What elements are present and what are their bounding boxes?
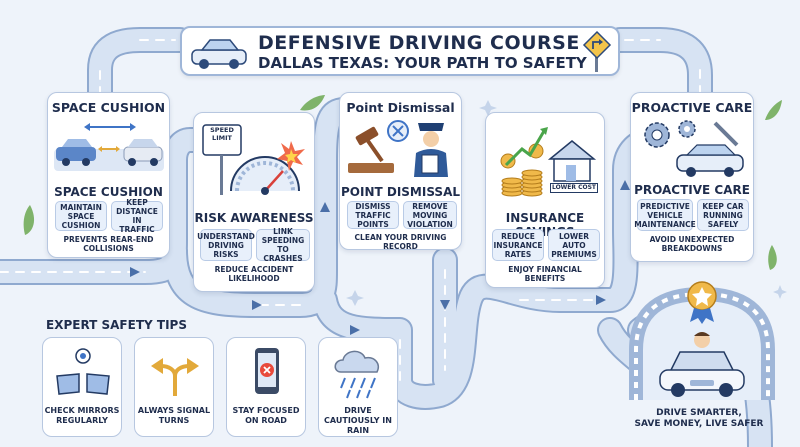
speedometer-icon (202, 124, 305, 195)
tip-always-signal: ALWAYS SIGNAL TURNS (134, 337, 214, 437)
pill-understand-risks: UNDERSTAND DRIVING RISKS (197, 229, 255, 261)
card-heading: Point Dismissal (346, 100, 455, 115)
card-risk-awareness: SPEED LIMIT RISK AWARENESS UNDERSTAND DR… (193, 112, 315, 292)
card-subheading: PROACTIVE CARE (634, 183, 750, 197)
signal-arrows-icon (151, 358, 199, 396)
coins-house-icon (500, 127, 597, 197)
closing-line-2: SAVE MONEY, LIVE SAFER (634, 419, 764, 429)
page-subtitle: DALLAS TEXAS: YOUR PATH TO SAFETY (258, 54, 587, 72)
tip-label: CHECK MIRRORS REGULARLY (44, 406, 120, 425)
tip-label: ALWAYS SIGNAL TURNS (137, 406, 211, 425)
sparkle-decorations (346, 100, 787, 306)
tip-label: STAY FOCUSED ON ROAD (232, 406, 300, 425)
pill-reduce-rates: REDUCE INSURANCE RATES (492, 229, 544, 261)
tip-stay-focused: STAY FOCUSED ON ROAD (226, 337, 306, 437)
closing-line-1: DRIVE SMARTER, (656, 408, 742, 418)
pill-maintain-space: MAINTAIN SPACE CUSHION (55, 201, 107, 231)
two-cars-distance-icon (54, 123, 164, 171)
card-insurance-savings: LOWER COST INSURANCE SAVINGS REDUCE INSU… (485, 112, 605, 288)
gears-car-icon (644, 120, 744, 177)
card-note: CLEAN YOUR DRIVING RECORD (354, 233, 447, 251)
mirrors-icon (56, 348, 110, 395)
pill-dismiss-points: DISMISS TRAFFIC POINTS (347, 201, 399, 229)
pill-predictive-maintenance: PREDICTIVE VEHICLE MAINTENANCE (634, 199, 696, 231)
card-subheading: RISK AWARENESS (194, 211, 314, 225)
pill-remove-violation: REMOVE MOVING VIOLATION (403, 201, 457, 229)
tips-title: EXPERT SAFETY TIPS (46, 318, 187, 332)
gavel-officer-icon (348, 120, 448, 177)
pill-keep-distance: KEEP DISTANCE IN TRAFFIC (111, 198, 163, 234)
pill-link-speeding: LINK SPEEDING TO CRASHES (256, 227, 310, 263)
card-point-dismissal: Point Dismissal POINT DISMISSAL DISMISS … (339, 92, 462, 251)
card-note: REDUCE ACCIDENT LIKELIHOOD (214, 265, 294, 283)
phone-icon (255, 348, 279, 394)
card-note: ENJOY FINANCIAL BENEFITS (508, 265, 582, 283)
tip-label: DRIVE CAUTIOUSLY IN RAIN (324, 406, 392, 435)
pill-lower-premiums: LOWER AUTO PREMIUMS (548, 229, 600, 261)
road-sign-icon (582, 30, 612, 72)
car-icon (191, 39, 247, 69)
lower-cost-tag: LOWER COST (550, 183, 598, 193)
closing-message: DRIVE SMARTER, SAVE MONEY, LIVE SAFER (614, 408, 784, 430)
card-heading: SPACE CUSHION (51, 100, 166, 115)
tip-check-mirrors: CHECK MIRRORS REGULARLY (42, 337, 122, 437)
page-title: DEFENSIVE DRIVING COURSE (258, 32, 580, 54)
rain-cloud-icon (334, 350, 379, 399)
pill-keep-car-running: KEEP CAR RUNNING SAFELY (697, 199, 749, 231)
speed-limit-sign-text: SPEED LIMIT (210, 126, 234, 142)
tip-drive-cautiously: DRIVE CAUTIOUSLY IN RAIN (318, 337, 398, 437)
card-space-cushion: SPACE CUSHION SPACE CUSHION MAINTAIN SPA… (47, 92, 170, 258)
medal-icon (687, 281, 717, 324)
title-banner: DEFENSIVE DRIVING COURSE DALLAS TEXAS: Y… (180, 26, 620, 76)
decorative-leaves (23, 95, 782, 270)
card-proactive-care: PROACTIVE CARE PROACTIVE CARE PREDICTIVE… (630, 92, 754, 262)
card-note: AVOID UNEXPECTED BREAKDOWNS (649, 235, 735, 253)
card-note: PREVENTS REAR-END COLLISIONS (63, 235, 154, 253)
driver-car-icon (659, 332, 745, 397)
card-heading: PROACTIVE CARE (631, 100, 753, 115)
destination-arch (629, 281, 775, 400)
card-subheading: SPACE CUSHION (54, 185, 163, 199)
card-subheading: POINT DISMISSAL (340, 185, 461, 199)
road-arrows (130, 180, 630, 335)
